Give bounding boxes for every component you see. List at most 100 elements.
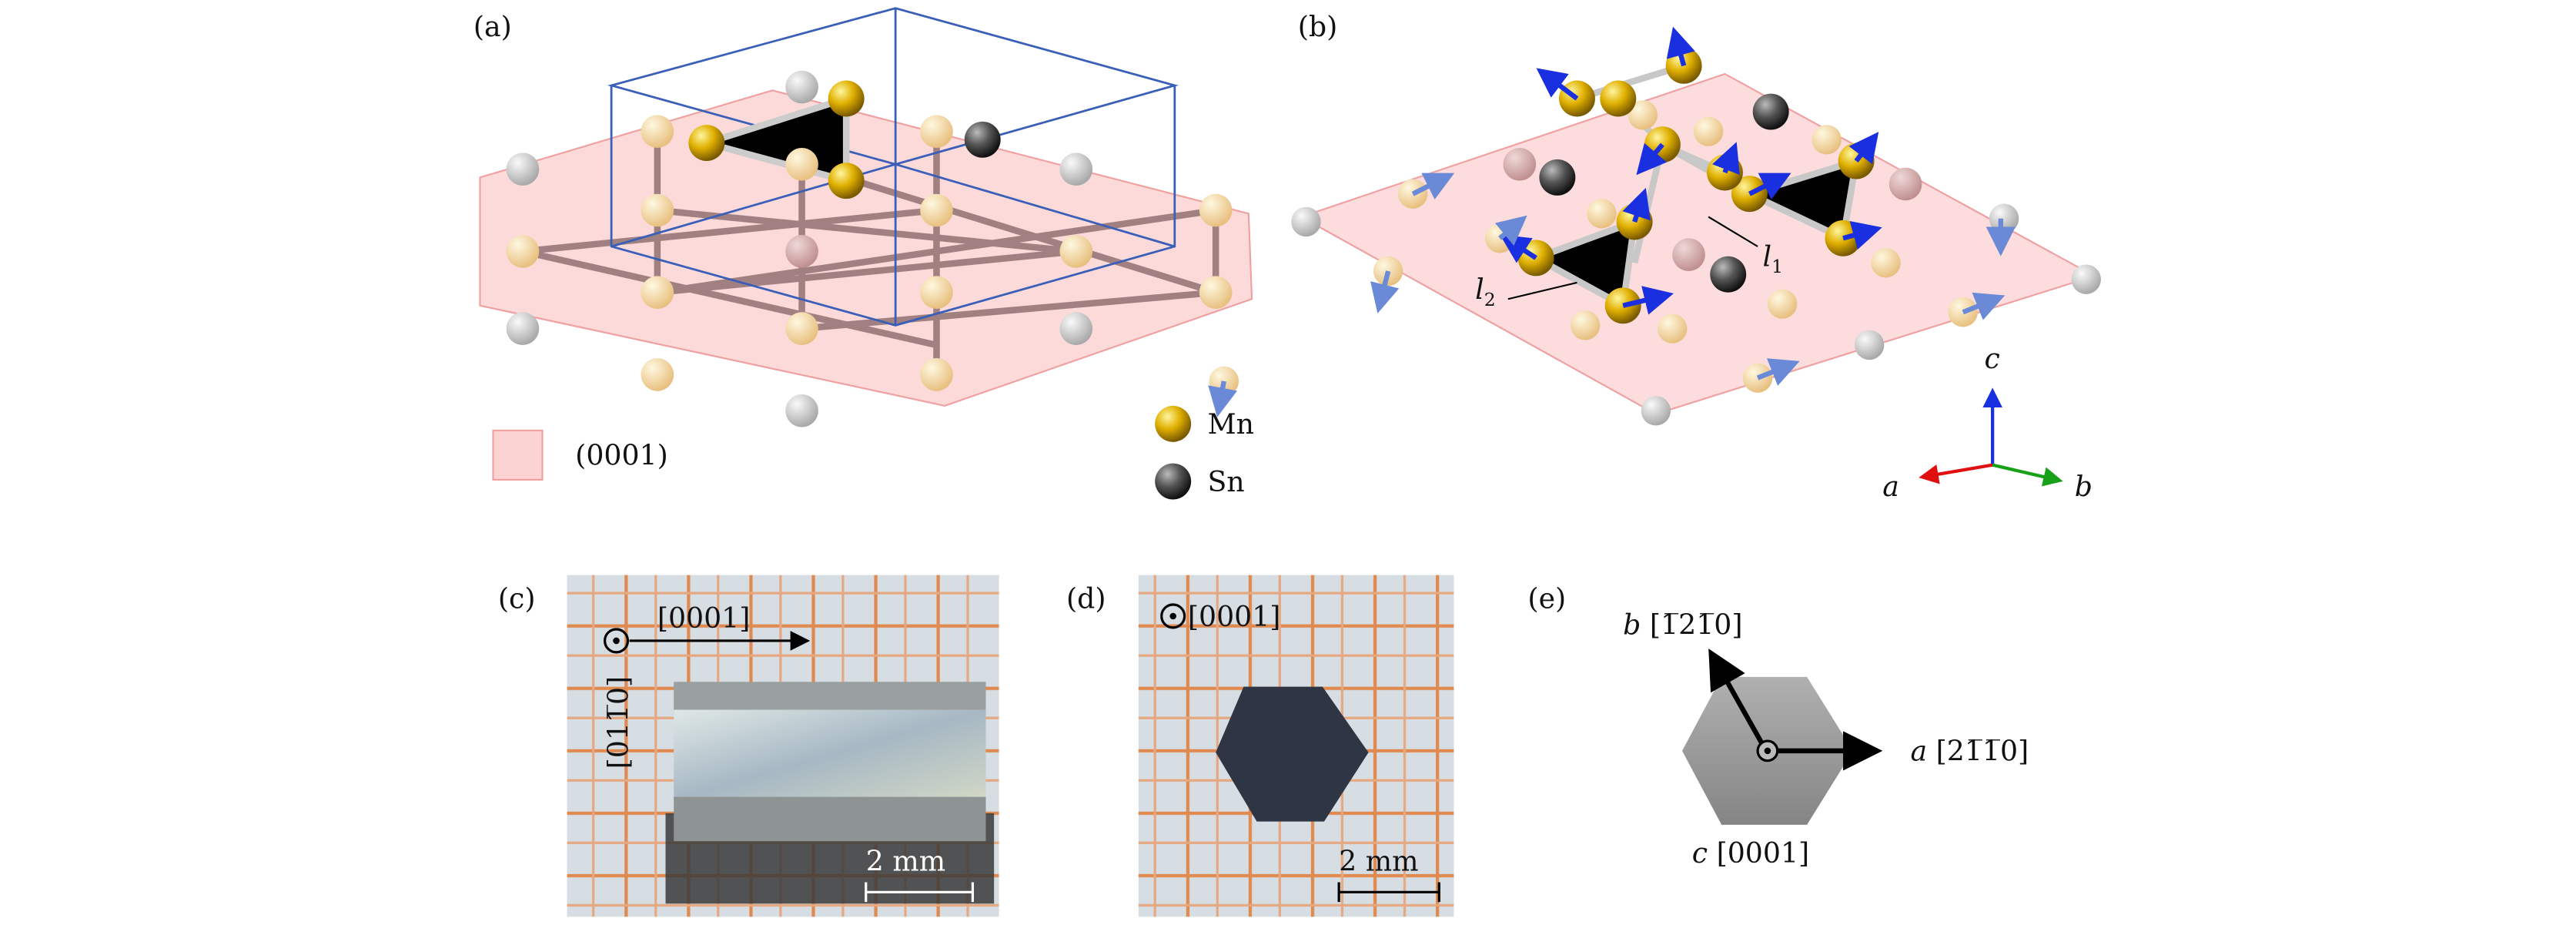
spin-arrow-faded xyxy=(1962,292,2006,320)
unit-cell-box xyxy=(607,7,1179,327)
scale-bar-c-label: 2 mm xyxy=(866,845,945,878)
panel-b-label: (b) xyxy=(1298,10,1338,43)
crystal-bar-top xyxy=(674,682,986,715)
mn-atom-faded xyxy=(1693,116,1724,146)
mn-atom-faded xyxy=(785,312,818,345)
sn-atom xyxy=(1710,256,1747,293)
axis-b-label: b xyxy=(2075,470,2093,503)
direction-0001-label-d: [0001] xyxy=(1188,600,1281,633)
sn-atom-faded xyxy=(1059,312,1093,345)
legend-plane-label: (0001) xyxy=(575,439,668,472)
panel-d: (d) [0001] 2 mm xyxy=(1066,575,1454,917)
sn-atom-faded xyxy=(1059,152,1093,186)
axis-c-label-e: c [0001] xyxy=(1692,836,1809,870)
sn-atom-plane xyxy=(1672,238,1705,271)
plane-0001 xyxy=(479,89,1253,407)
panel-d-label: (d) xyxy=(1066,581,1106,615)
axis-b-arrow xyxy=(1992,463,2063,487)
mn-atom-faded xyxy=(920,193,953,227)
sn-atom xyxy=(1539,159,1576,196)
mn-atom-faded xyxy=(641,358,674,391)
spin-arrow xyxy=(1711,142,1740,176)
direction-01-10-label: [011̅0] xyxy=(601,676,634,769)
spin-arrow-faded xyxy=(1756,358,1800,386)
sn-atom-faded xyxy=(2071,264,2101,294)
panel-b: (b) l1 l2 c a b xyxy=(1208,10,2101,503)
legend-sn-icon xyxy=(1155,463,1192,500)
out-of-plane-icon-d xyxy=(1160,603,1186,629)
panel-c-label: (c) xyxy=(498,581,536,615)
mn-atom-faded xyxy=(1570,310,1601,340)
direction-0001-label: [0001] xyxy=(657,602,751,635)
axis-b-arrow-e xyxy=(1708,649,1767,749)
spin-arrow-faded xyxy=(1411,173,1455,200)
crystal-bar-bottom xyxy=(674,796,986,842)
mn-atom-faded xyxy=(1397,179,1428,209)
axis-c-label: c xyxy=(1984,342,1999,375)
scale-bar-d-label: 2 mm xyxy=(1339,845,1418,878)
mn-atom-faded xyxy=(1199,193,1233,227)
spin-arrow-faded xyxy=(1494,215,1527,246)
mn-atom-faded xyxy=(1199,276,1233,310)
out-of-plane-dot xyxy=(613,637,620,645)
mn-atom-faded xyxy=(785,147,818,181)
sn-atom-faded xyxy=(1854,330,1885,360)
spin-arrow xyxy=(1842,221,1882,250)
sn-atom-faded xyxy=(506,312,540,345)
mn-atom-faded xyxy=(1628,100,1658,130)
sn-atom-faded xyxy=(1989,203,2019,233)
legend-mn-label: Mn xyxy=(1207,407,1253,441)
legend-sn-label: Sn xyxy=(1207,465,1244,498)
sn-atom-plane xyxy=(785,235,818,268)
mn-atom-faded xyxy=(1871,248,1901,278)
l1-leader xyxy=(1708,216,1758,247)
axis-a-label-e: a [21̅1̅0] xyxy=(1910,735,2029,768)
axes-triad: c a b xyxy=(1882,342,2093,503)
out-of-plane-icon xyxy=(603,628,630,654)
crystal-bar-face xyxy=(674,709,986,800)
mn-atom xyxy=(1600,80,1637,117)
scale-bar-d xyxy=(1337,882,1440,903)
panel-a-label: (a) xyxy=(473,10,512,43)
mn-atom-faded xyxy=(1059,235,1093,268)
out-of-plane-dot-d xyxy=(1169,612,1176,620)
sn-atom xyxy=(964,121,1001,158)
mn-atom-faded xyxy=(920,115,953,148)
mn-atom-faded xyxy=(641,193,674,227)
mn-atom-faded xyxy=(920,358,953,391)
l2-leader xyxy=(1507,281,1577,300)
sn-atom-faded xyxy=(1641,396,1671,426)
panel-a: (a) (0001) Mn Sn xyxy=(473,7,1254,500)
axis-a-label: a xyxy=(1882,470,1899,503)
sn-atom-faded xyxy=(506,152,540,186)
mn-atom-faded xyxy=(1587,199,1617,229)
mn-atom xyxy=(828,163,865,199)
sn-atom-plane xyxy=(1889,167,1922,201)
mn-atom-faded xyxy=(506,235,540,268)
panel-c: (c) [0001] [011̅0] 2 mm xyxy=(498,575,999,917)
c-axis-dot xyxy=(1764,747,1771,755)
axis-b-label-e: b [1̅21̅0] xyxy=(1623,608,1742,641)
spin-arrow xyxy=(1748,173,1791,200)
sn-atom-faded xyxy=(785,394,818,427)
spin-arrow xyxy=(1622,187,1651,223)
mn-atom-faded xyxy=(920,276,953,310)
spin-arrow-faded xyxy=(1370,270,1400,314)
l1-label: l1 xyxy=(1762,240,1783,278)
mn-atom-faded xyxy=(1767,289,1798,319)
mn-atom-faded xyxy=(641,115,674,148)
l2-label: l2 xyxy=(1475,273,1496,310)
spin-arrow xyxy=(1622,286,1674,315)
spin-arrow xyxy=(1666,26,1695,67)
mn-atom-faded xyxy=(641,276,674,310)
spin-arrow xyxy=(1848,132,1879,165)
sn-atom-plane xyxy=(1503,147,1537,181)
sn-atom xyxy=(1752,93,1789,130)
sn-atom-faded xyxy=(785,70,818,104)
panel-e-label: (e) xyxy=(1527,581,1566,615)
scale-bar-c xyxy=(865,882,975,903)
mn-atom xyxy=(688,125,725,162)
legend-mn-icon xyxy=(1155,405,1192,442)
spin-arrow xyxy=(1536,68,1579,101)
